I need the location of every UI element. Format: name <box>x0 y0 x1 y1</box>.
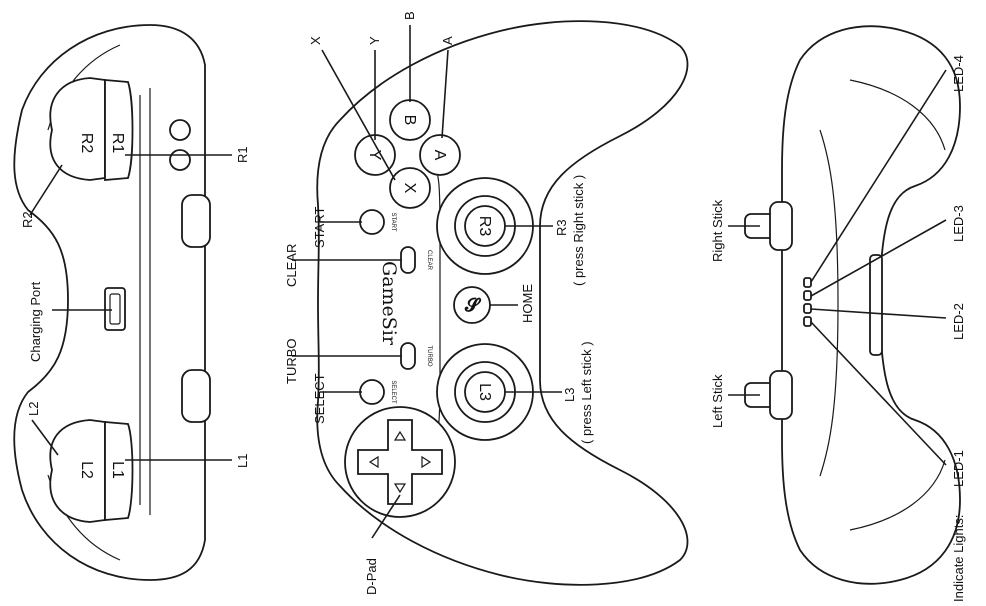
led-2-leader <box>810 308 947 319</box>
front-view: Y B A X START CLEAR GameSir TURBO SELECT… <box>284 11 689 595</box>
label-start: START <box>312 207 327 248</box>
r2-trigger[interactable] <box>49 77 106 181</box>
top-view: R2 R1 L2 L1 R2 R1 Charging Port L2 L1 <box>13 24 250 581</box>
right-stick-side-shaft <box>769 201 793 251</box>
d-pad-leader <box>371 494 401 539</box>
turbo-button[interactable] <box>400 342 416 370</box>
a-button-text: A <box>431 150 448 161</box>
r2-leader <box>29 164 63 216</box>
label-led-4: LED-4 <box>951 55 966 92</box>
label-l3-note: ( press Left stick ) <box>579 341 594 444</box>
led-1-leader <box>810 321 947 466</box>
a-leader <box>441 49 449 139</box>
top-view-stick-cap-left <box>181 369 211 423</box>
charging-port-inner <box>109 293 121 325</box>
d-pad-right-arrow-icon <box>393 483 407 494</box>
gamesir-logo-text: GameSir <box>378 261 400 346</box>
select-button[interactable] <box>359 379 385 405</box>
label-charging-port: Charging Port <box>28 281 43 362</box>
label-led-3: LED-3 <box>951 205 966 242</box>
label-led-2: LED-2 <box>951 303 966 340</box>
label-r1: R1 <box>235 146 250 163</box>
clear-button-text: CLEAR <box>426 250 432 271</box>
label-turbo: TURBO <box>284 339 299 385</box>
home-icon: 𝓢 <box>464 295 482 315</box>
side-view-rail <box>869 254 883 356</box>
r1-button-text: R1 <box>109 133 126 154</box>
l2-trigger[interactable] <box>49 419 106 523</box>
x-leader <box>321 49 396 181</box>
l2-leader <box>31 419 59 456</box>
label-left-stick: Left Stick <box>710 374 725 428</box>
led-2 <box>803 303 812 314</box>
label-l3: L3 <box>562 388 577 402</box>
start-button[interactable] <box>359 209 385 235</box>
label-d-pad: D-Pad <box>364 558 379 595</box>
l1-button-text: L1 <box>109 461 126 479</box>
label-x: X <box>308 36 323 45</box>
label-b: B <box>402 11 417 20</box>
x-button-text: X <box>401 183 418 194</box>
b-button-text: B <box>401 115 418 126</box>
led-4-leader <box>810 69 947 283</box>
side-view-inner-edge <box>819 129 839 477</box>
x-button[interactable] <box>389 167 431 209</box>
label-select: SELECT <box>312 373 327 424</box>
label-led-1: LED-1 <box>951 450 966 487</box>
label-indicate-lights: Indicate Lights: <box>951 515 966 602</box>
label-y: Y <box>367 36 382 45</box>
turbo-button-text: TURBO <box>426 346 432 367</box>
d-pad-left-arrow-icon <box>393 430 407 441</box>
top-view-knob-1 <box>169 119 191 141</box>
label-clear: CLEAR <box>284 244 299 287</box>
d-pad-up-arrow-icon <box>421 455 432 469</box>
l2-trigger-text: L2 <box>78 461 95 479</box>
label-r3: R3 <box>554 219 569 236</box>
d-pad[interactable] <box>357 419 443 505</box>
led-1 <box>803 316 812 327</box>
top-view-rim <box>139 88 151 515</box>
select-button-text: SELECT <box>390 380 396 404</box>
l3-button-text: L3 <box>476 383 493 401</box>
label-r3-note: ( press Right stick ) <box>571 175 586 286</box>
l1-button[interactable] <box>104 421 134 521</box>
label-right-stick: Right Stick <box>710 199 725 262</box>
side-view: Right Stick Left Stick LED-4 LED-3 LED-2… <box>710 25 966 602</box>
r2-trigger-text: R2 <box>78 133 95 154</box>
led-3 <box>803 290 812 301</box>
side-view-grip-right <box>849 79 946 531</box>
label-home: HOME <box>520 284 535 323</box>
label-l2: L2 <box>26 402 41 416</box>
r1-button[interactable] <box>104 79 134 181</box>
label-a: A <box>440 36 455 45</box>
a-button[interactable] <box>419 134 461 176</box>
clear-button[interactable] <box>400 246 416 274</box>
led-4 <box>803 277 812 288</box>
top-view-stick-cap-right <box>181 194 211 248</box>
label-r2: R2 <box>20 211 35 228</box>
r3-button-text: R3 <box>476 216 493 237</box>
d-pad-down-arrow-icon <box>368 455 379 469</box>
label-l1: L1 <box>235 454 250 468</box>
start-button-text: START <box>390 212 396 231</box>
left-stick-side-shaft <box>769 370 793 420</box>
y-button-text: Y <box>366 150 383 161</box>
led-3-leader <box>810 219 947 297</box>
top-view-knob-2 <box>169 149 191 171</box>
